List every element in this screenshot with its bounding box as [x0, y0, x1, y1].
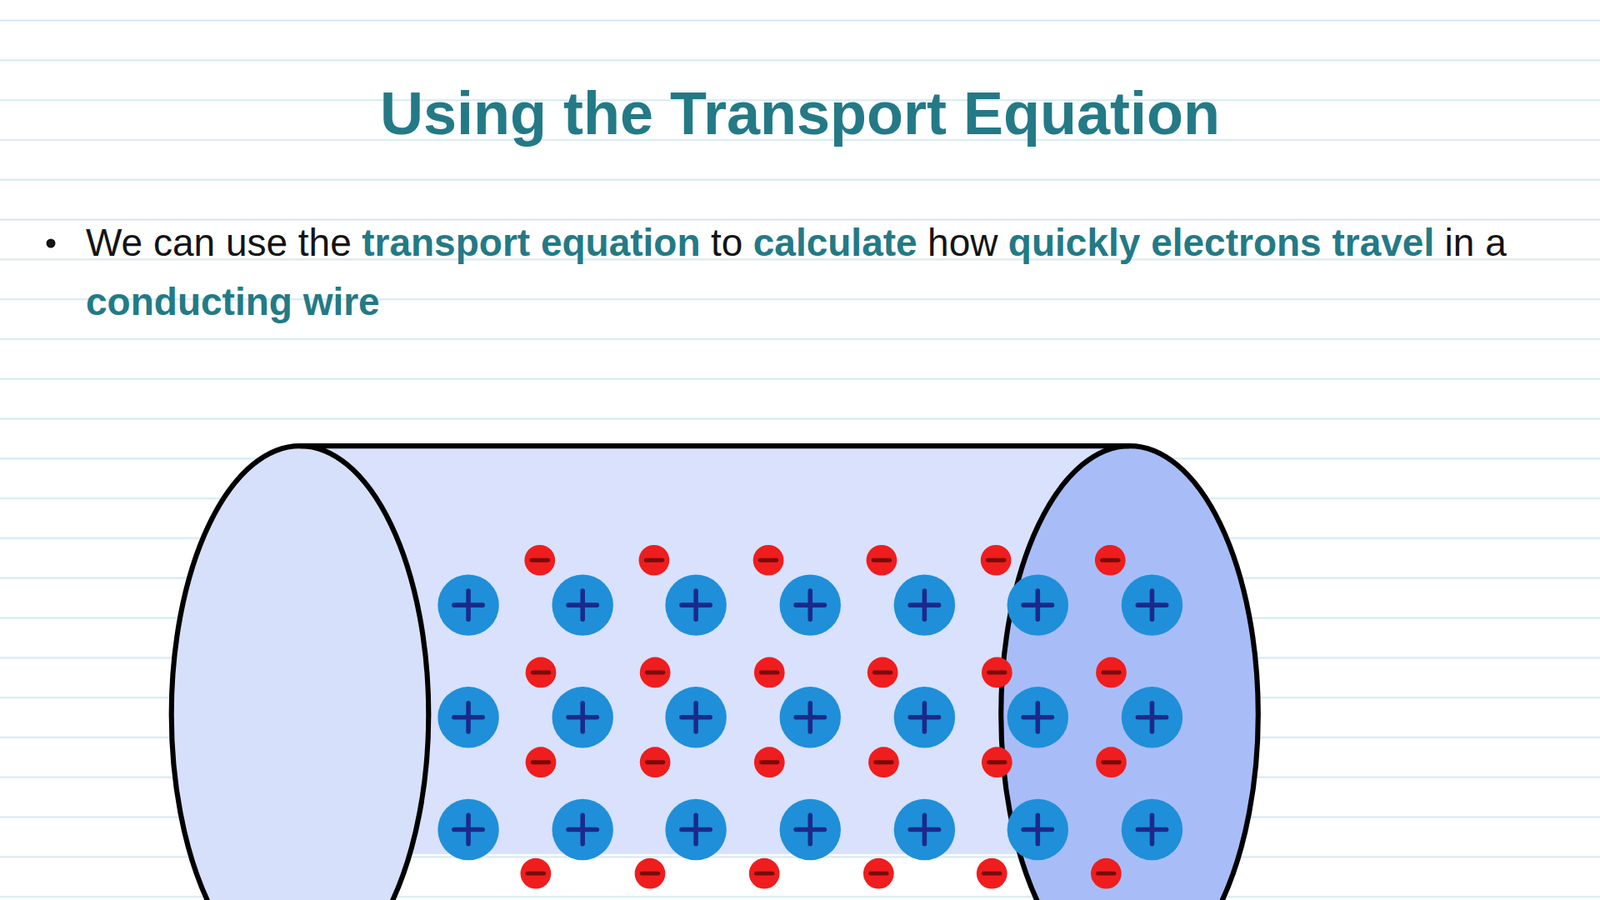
electron [981, 657, 1013, 689]
positive-ion [665, 574, 726, 635]
bullet-text: to [710, 220, 743, 265]
electron [863, 858, 895, 890]
positive-ion [780, 686, 841, 748]
electron [749, 858, 780, 890]
positive-ion [1007, 686, 1069, 748]
electron [981, 746, 1013, 778]
positive-ion [780, 799, 841, 860]
bullet-text: We can use the [85, 220, 352, 265]
positive-ion [894, 799, 955, 860]
electron [520, 858, 551, 890]
positive-ion [780, 574, 841, 635]
electron [1095, 746, 1127, 778]
slide-title: Using the Transport Equation [0, 80, 1600, 147]
bullet-dot [46, 239, 56, 249]
electron [639, 545, 670, 576]
electron [525, 746, 557, 778]
electron [1095, 657, 1127, 689]
key-term: transport equation [361, 220, 700, 265]
wire-top-edge [300, 443, 1130, 449]
positive-ion [894, 686, 955, 748]
electron [754, 657, 785, 689]
electron [753, 545, 785, 576]
positive-ion [551, 799, 613, 860]
electron [640, 657, 671, 689]
electron [640, 746, 671, 778]
positive-ion [665, 686, 726, 748]
electron [868, 746, 900, 778]
electron [524, 545, 555, 576]
electron [635, 858, 666, 890]
positive-ion [437, 686, 499, 748]
positive-ion [1007, 799, 1069, 860]
electron [1095, 545, 1126, 576]
positive-ion [1121, 686, 1183, 748]
electron [976, 858, 1008, 890]
key-term: calculate [753, 220, 918, 265]
positive-ion [551, 686, 613, 748]
positive-ion [437, 574, 499, 635]
electrons [520, 545, 1126, 890]
electron [980, 545, 1012, 576]
positive-ion [894, 574, 955, 635]
electron [867, 657, 899, 689]
wire-left-end [171, 445, 430, 900]
bullet-text: how [927, 220, 998, 265]
positive-ion [551, 574, 613, 635]
bullet-text: in a [1445, 220, 1507, 265]
positive-ion [1121, 799, 1183, 860]
bullet-point: We can use thetransport equationtocalcul… [85, 213, 1570, 332]
electron [525, 657, 557, 689]
key-term: conducting wire [85, 280, 380, 324]
positive-ion [437, 799, 499, 860]
positive-ions [437, 574, 1183, 860]
positive-ion [665, 799, 726, 860]
positive-ion [1007, 574, 1069, 635]
electron [754, 746, 785, 778]
wire-right-end [1000, 445, 1259, 900]
electron [866, 545, 898, 576]
positive-ion [1121, 574, 1183, 635]
key-term: quickly electrons travel [1008, 220, 1435, 265]
wire-cylinder [171, 445, 1259, 900]
electron [1090, 858, 1122, 890]
